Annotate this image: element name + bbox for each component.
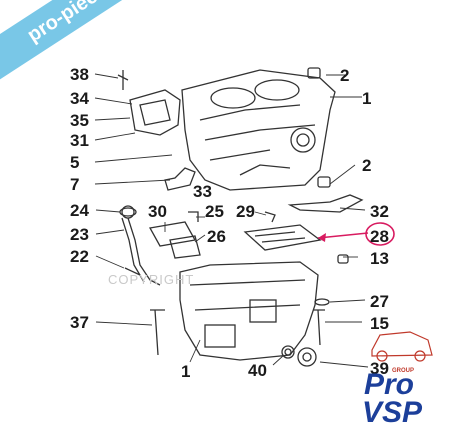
callout-27: 27 [370, 292, 389, 311]
bolt-37 [150, 309, 165, 356]
callout-32: 32 [370, 202, 389, 221]
dowel-mid [317, 176, 331, 188]
callout-39: 39 [370, 359, 389, 378]
washer-27 [314, 298, 330, 306]
callout-22: 22 [70, 247, 89, 266]
callout-29: 29 [236, 202, 255, 221]
callout-33: 33 [193, 182, 212, 201]
car-logo-icon [371, 331, 433, 362]
callout-40: 40 [248, 361, 267, 380]
bracket-33 [164, 167, 196, 191]
dipstick-tube [127, 217, 161, 286]
callout-15: 15 [370, 314, 389, 333]
intake-housing [129, 89, 181, 136]
callout-28: 28 [370, 227, 389, 246]
highlight-arrow [317, 232, 369, 239]
callout-2-mid: 2 [362, 156, 372, 175]
callout-38: 38 [70, 65, 89, 84]
callout-2-top: 2 [340, 66, 350, 85]
callout-30: 30 [148, 202, 167, 221]
logo-pro: Pro [364, 368, 415, 401]
callout-34: 34 [70, 89, 89, 108]
watermark-copyright: COPYRIGHT [108, 272, 195, 287]
oil-baffle-28 [243, 224, 322, 251]
callout-1-bottom: 1 [181, 362, 191, 381]
bolt-22 [124, 267, 141, 276]
gasket-30 [148, 221, 197, 247]
bolt-38 [117, 70, 129, 90]
callout-26: 26 [207, 227, 226, 246]
callout-5: 5 [70, 153, 80, 172]
callout-31: 31 [70, 131, 89, 150]
callout-35: 35 [70, 111, 89, 130]
highlight-circle [365, 222, 395, 246]
callout-24: 24 [70, 201, 89, 220]
callout-25: 25 [205, 202, 224, 221]
oil-sump [179, 261, 319, 361]
dowel-top [307, 67, 321, 79]
callout-1-top: 1 [362, 89, 372, 108]
logo-group: GROUP [392, 368, 415, 374]
drain-plug-39 [297, 347, 317, 367]
engine-block [181, 69, 336, 191]
clip-25 [188, 211, 199, 222]
bar-32 [287, 194, 364, 213]
callout-7: 7 [70, 175, 80, 194]
callout-23: 23 [70, 225, 89, 244]
callout-13: 13 [370, 249, 389, 268]
logo-vsp: VSP [362, 396, 423, 429]
plate-26 [169, 235, 201, 259]
bolt-15 [313, 309, 325, 346]
part-29 [264, 211, 276, 223]
plug-13 [337, 254, 349, 264]
washer-40 [281, 345, 295, 359]
callout-37: 37 [70, 313, 89, 332]
